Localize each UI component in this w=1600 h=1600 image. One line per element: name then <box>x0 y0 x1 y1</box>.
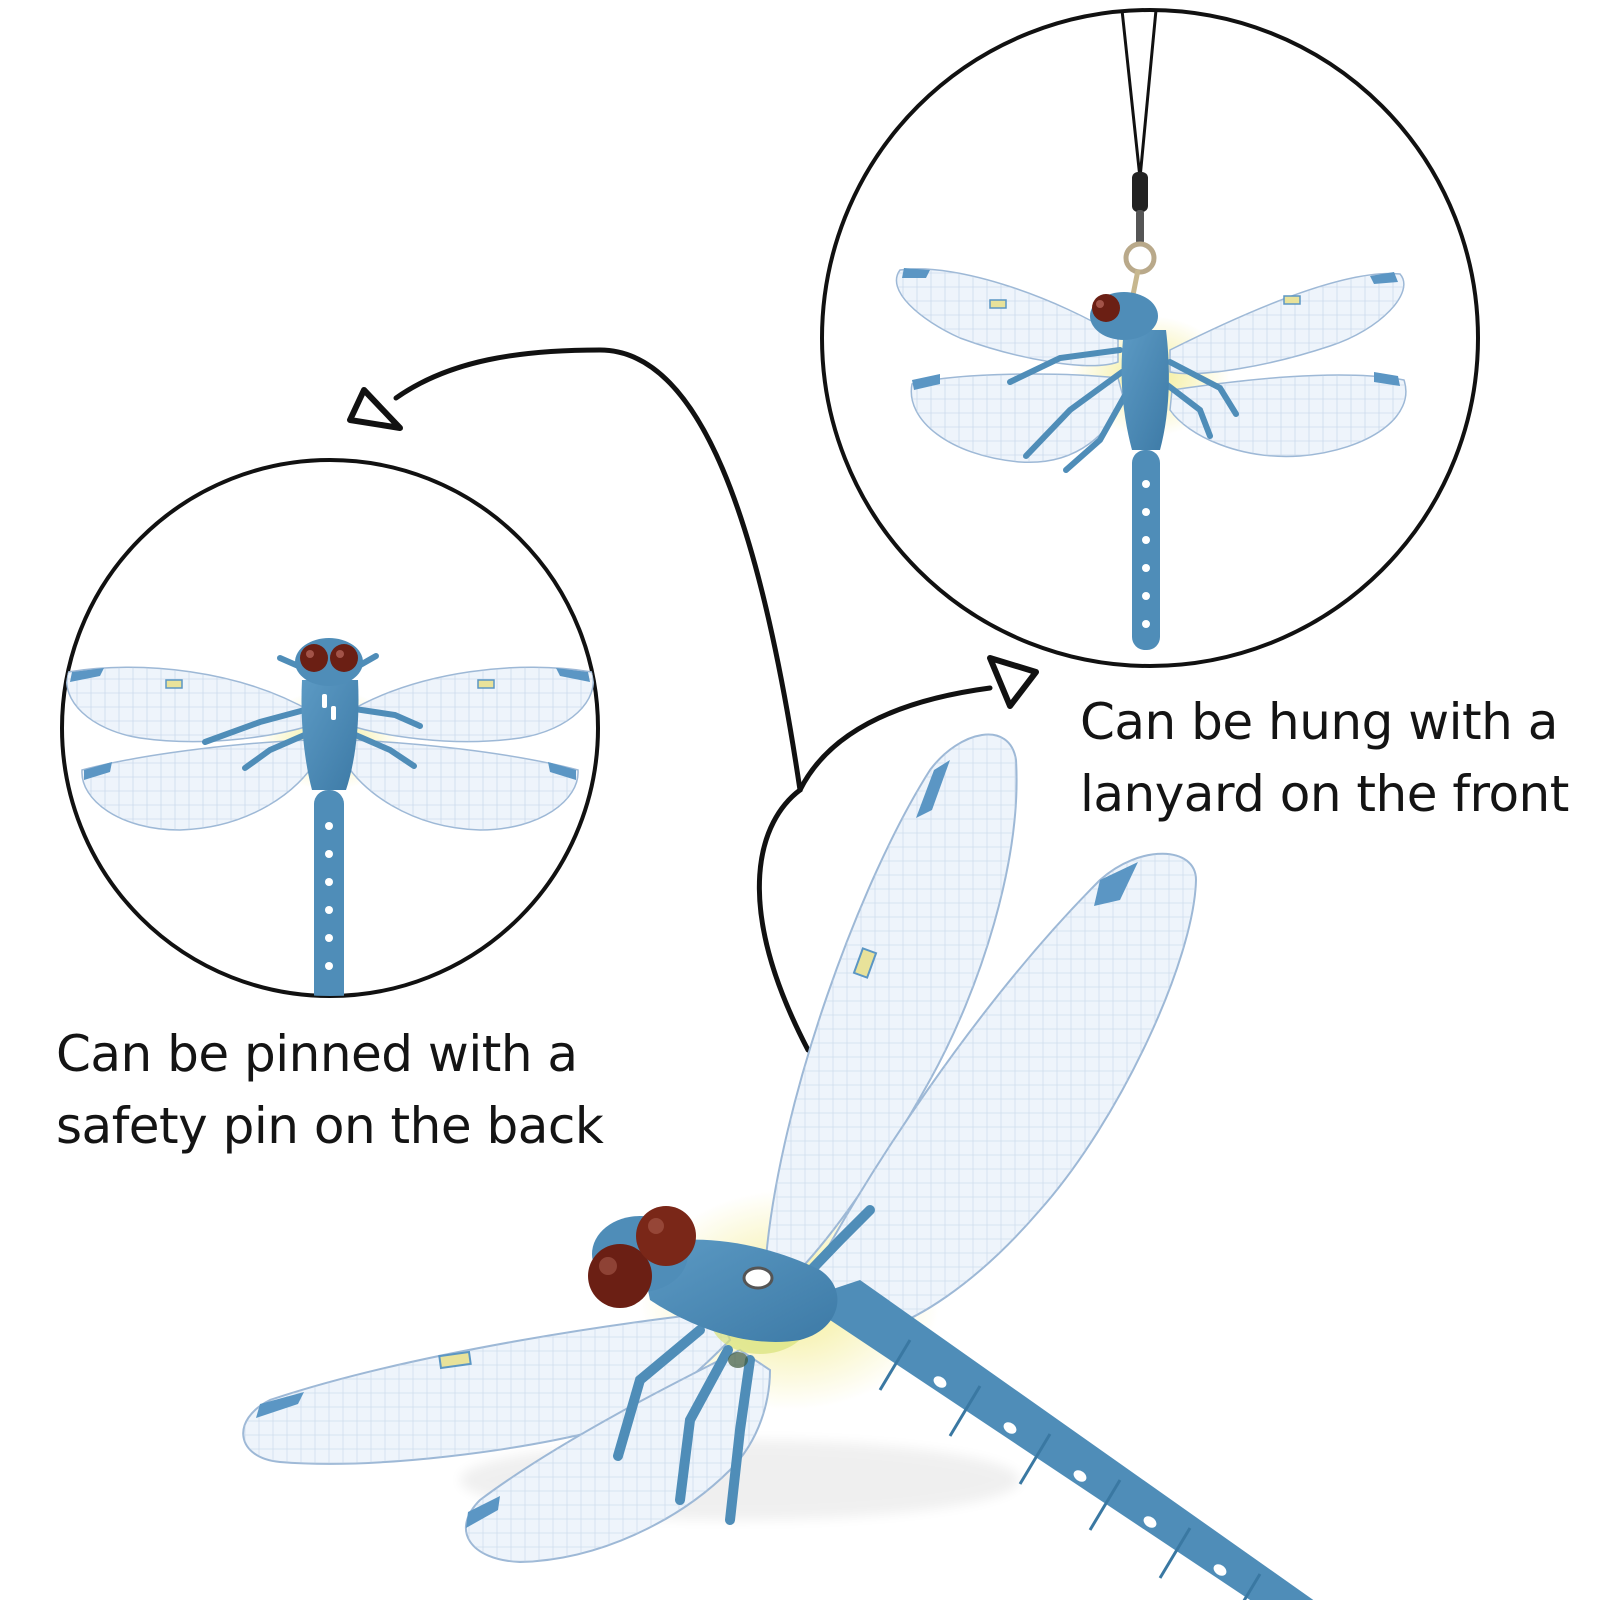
front-caption: Can be hung with a lanyard on the front <box>1080 686 1569 830</box>
back-caption-line1: Can be pinned with a <box>56 1025 578 1083</box>
back-caption-line2: safety pin on the back <box>56 1097 604 1155</box>
back-caption: Can be pinned with a safety pin on the b… <box>56 1018 604 1162</box>
connector-line-branch <box>797 685 993 793</box>
dragonfly-illustration <box>242 733 1314 1600</box>
back-view-circle <box>60 458 600 998</box>
front-caption-line1: Can be hung with a <box>1080 693 1558 751</box>
arrow-head-icon <box>987 655 1039 709</box>
front-caption-line2: lanyard on the front <box>1080 765 1569 823</box>
arrow-head-icon <box>347 387 403 431</box>
dragonfly-illustration <box>895 10 1407 650</box>
front-view-circle <box>820 8 1480 668</box>
connector-line <box>393 347 811 1053</box>
dragonfly-illustration <box>66 638 594 996</box>
